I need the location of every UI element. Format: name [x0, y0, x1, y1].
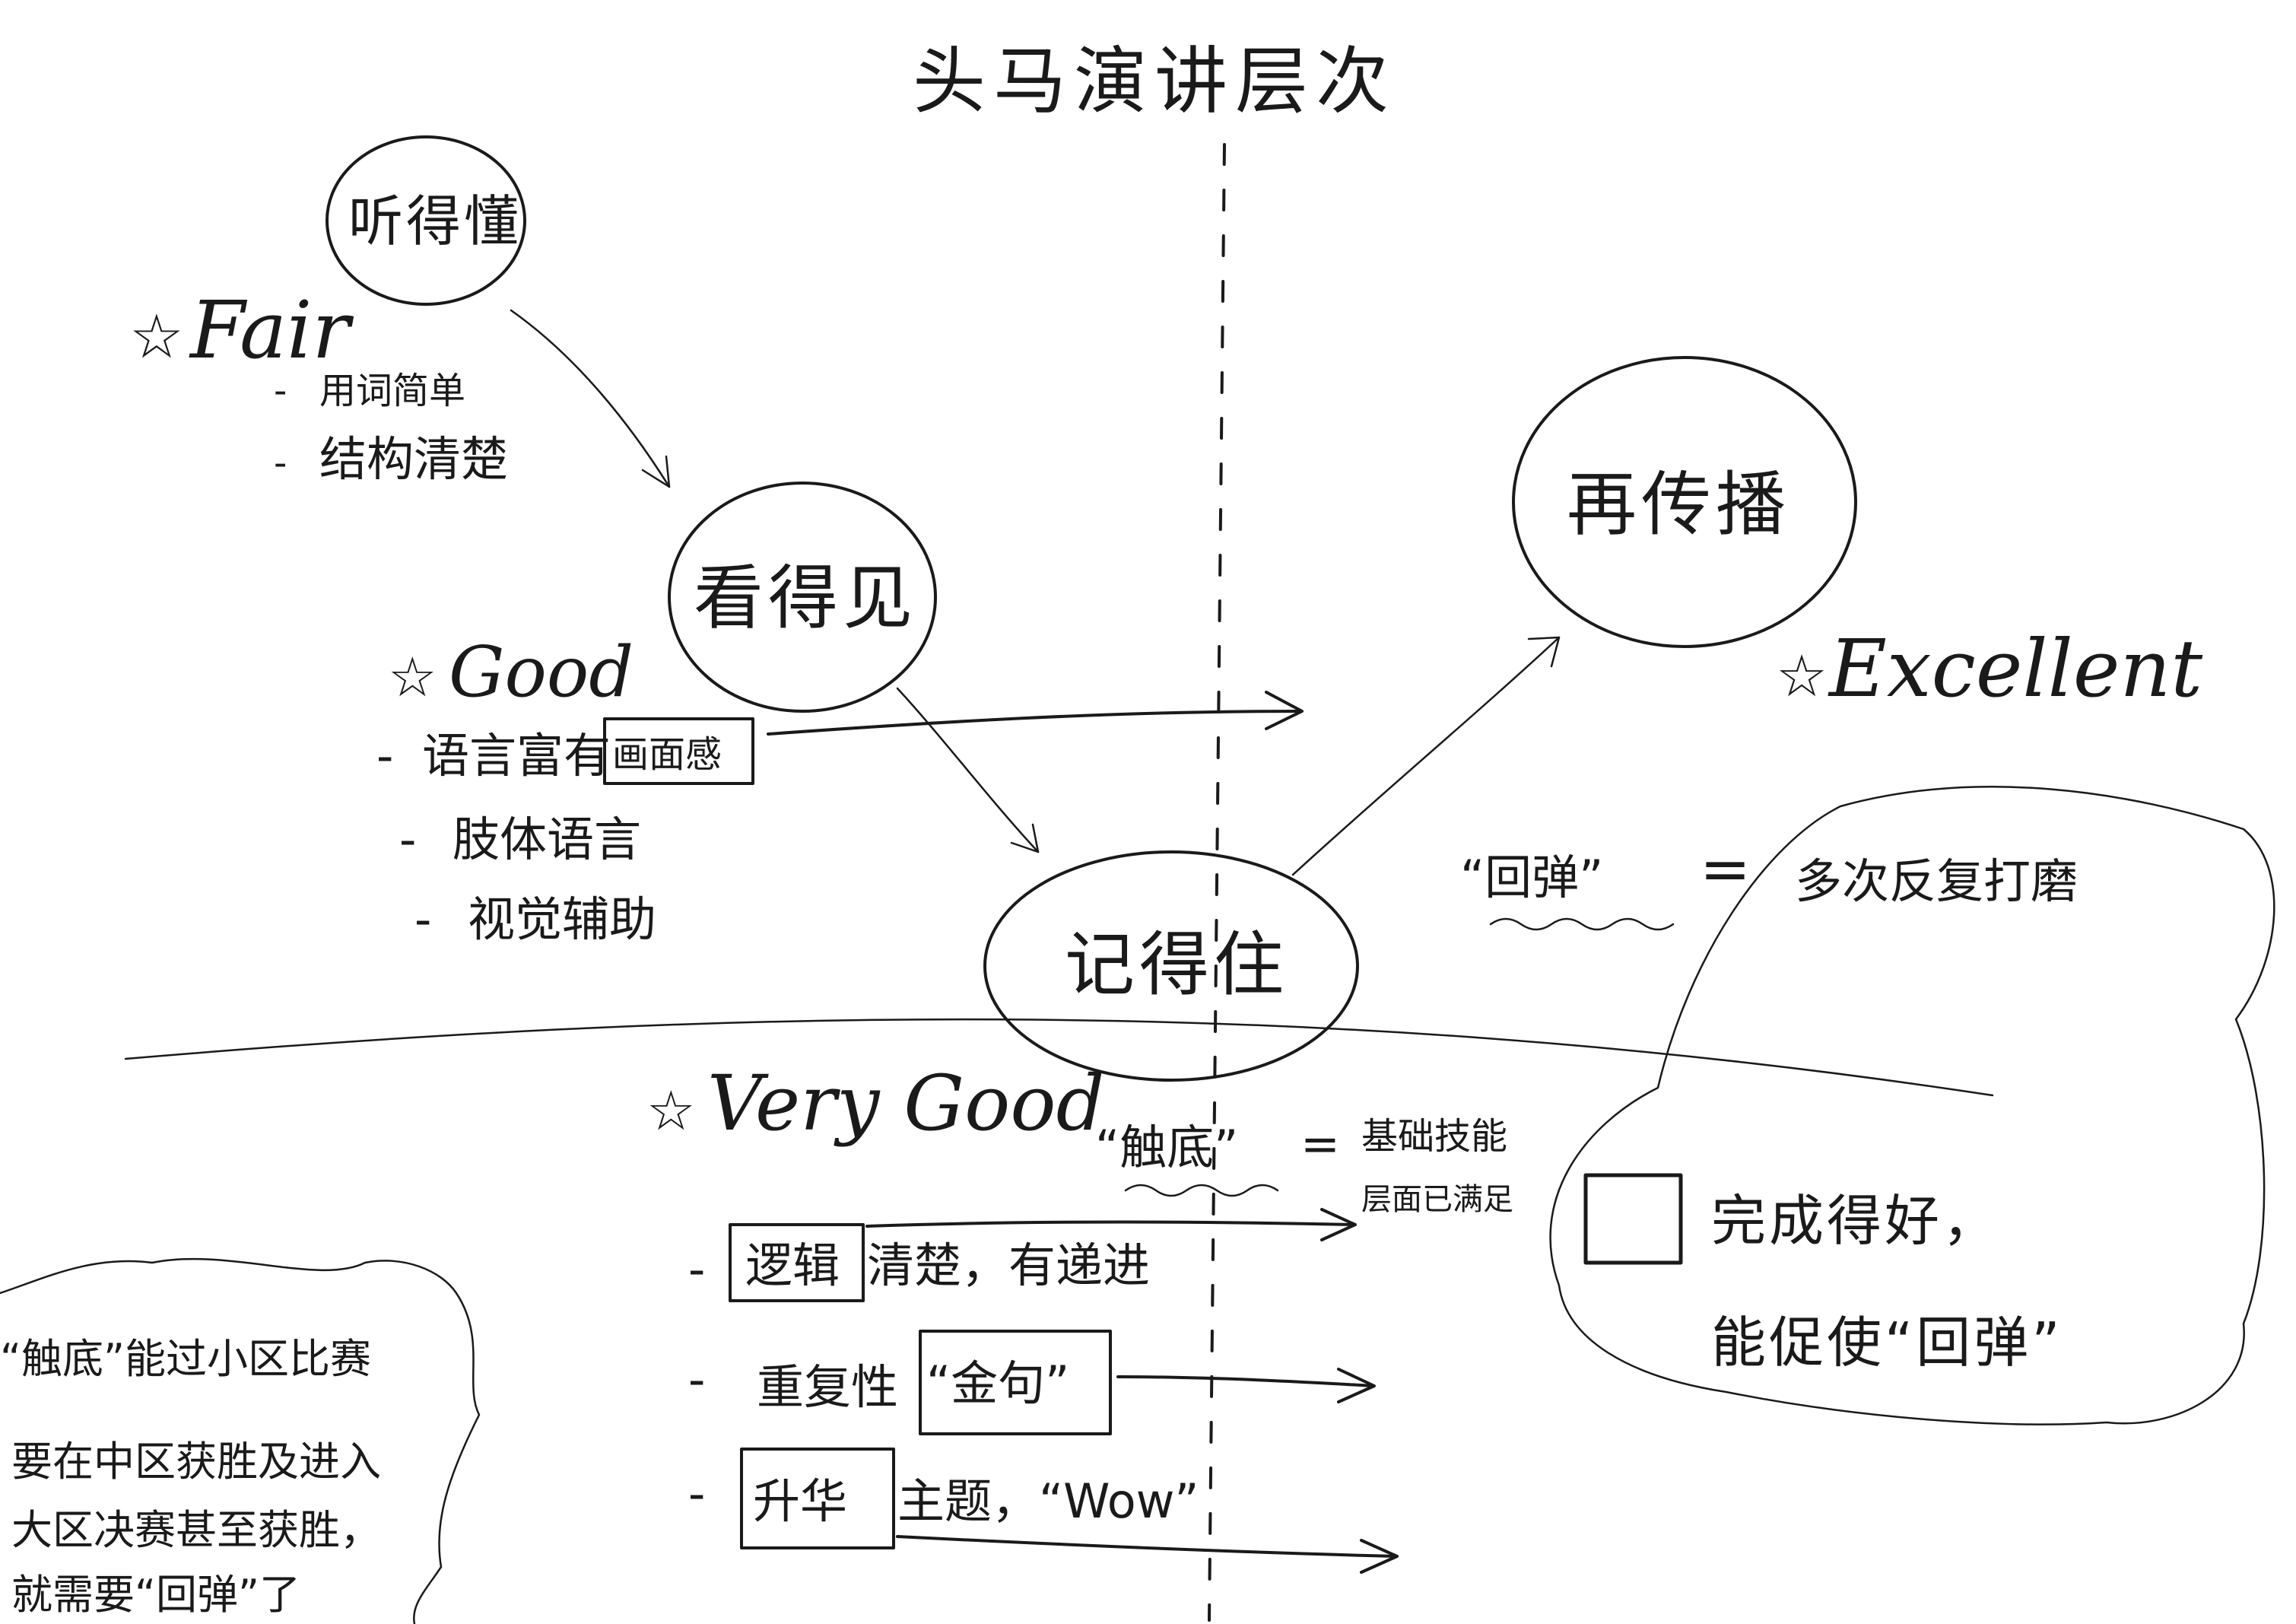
arrow-very-good-2: [1116, 1368, 1376, 1403]
node-spread: 再传播: [1512, 356, 1857, 648]
arrow-very-good-1: [865, 1208, 1357, 1241]
rating-fair-label: Fair: [189, 284, 354, 377]
good-item-dash: -: [399, 812, 416, 867]
rebound-definition-text: 多次反复打磨: [1795, 853, 2078, 909]
node-see-circle: [668, 481, 937, 713]
very-good-item-3-boxed: 升华: [753, 1473, 847, 1529]
arrow-good-to-center: [767, 691, 1304, 736]
very-good-item-2-box: [919, 1330, 1112, 1435]
rating-very-good: ☆ Very Good: [646, 1059, 1105, 1148]
node-spread-label: 再传播: [1567, 464, 1790, 545]
very-good-item-2-boxed: “金句”: [926, 1355, 1069, 1411]
fair-list: - 用词简单 - 结构清楚: [274, 370, 508, 487]
good-item-3: 视觉辅助: [468, 891, 656, 947]
node-understand: 听得懂: [326, 135, 526, 306]
rating-good-label: Good: [449, 631, 634, 713]
fair-item-2: 结构清楚: [319, 431, 508, 487]
very-good-item-1-box: [729, 1223, 865, 1302]
arrow-remember-to-spread: [1291, 636, 1561, 876]
fair-item-dash: -: [274, 442, 287, 485]
rebound-definition: “回弹” = 多次反复打磨: [1460, 834, 2078, 931]
very-good-item-3-box: [740, 1448, 895, 1549]
touch-bottom-line2: 层面已满足: [1361, 1182, 1513, 1217]
touch-bottom-underline: [1124, 1184, 1279, 1197]
arrow-understand-to-see: [510, 309, 671, 488]
left-note-line4: 就需要“回弹”了: [11, 1571, 300, 1619]
rebound-equals: =: [1700, 834, 1751, 904]
rebound-underline: [1489, 917, 1675, 931]
good-item-1-box: [603, 717, 754, 785]
diagram-title: 头马演讲层次: [913, 39, 1396, 124]
good-item-dash: -: [414, 891, 431, 947]
very-good-list: - 逻辑 清楚，有递进 - 重复性 “金句” - 升华 主题，“Wow”: [688, 1223, 1199, 1549]
excellent-cloud-outline: [1549, 786, 2275, 1425]
left-note: “触底”能过小区比赛 要在中区获胜及进入 大区决赛甚至获胜， 就需要“回弹”了: [0, 1335, 381, 1619]
left-note-line1: “触底”能过小区比赛: [0, 1335, 371, 1383]
rating-excellent-label: Excellent: [1828, 622, 2202, 715]
center-divider-line: [1208, 143, 1226, 1622]
excellent-note: 完成得好， 能促使“回弹”: [1583, 1173, 2063, 1375]
checkbox-icon: [1583, 1173, 1683, 1265]
left-note-line3: 大区决赛甚至获胜，: [11, 1506, 381, 1554]
star-icon: ☆: [388, 645, 437, 709]
arrow-see-to-remember: [896, 687, 1040, 853]
good-item-1-prefix: 语言富有: [422, 728, 611, 783]
star-icon: ☆: [646, 1079, 696, 1143]
good-item-dash: -: [376, 728, 393, 783]
touch-bottom-term: “触底”: [1095, 1120, 1238, 1175]
rating-good: ☆ Good: [388, 631, 634, 713]
node-understand-circle: [326, 135, 526, 306]
good-list: - 语言富有 画面感 - 肢体语言 - 视觉辅助: [376, 717, 754, 947]
node-see: 看得见: [668, 481, 937, 713]
good-item-2: 肢体语言: [453, 812, 641, 867]
very-good-item-3-rest: 主题，“Wow”: [897, 1473, 1199, 1529]
touch-bottom-equals: =: [1300, 1116, 1340, 1171]
very-good-item-dash: -: [688, 1241, 705, 1297]
left-note-border: [0, 1257, 481, 1624]
node-remember: 记得住: [983, 850, 1359, 1082]
node-remember-circle: [983, 850, 1359, 1082]
rating-excellent: ☆ Excellent: [1776, 622, 2202, 715]
excellent-note-line2: 能促使“回弹”: [1711, 1311, 2063, 1375]
very-good-item-2-prefix: 重复性: [757, 1359, 898, 1415]
very-good-item-1-boxed: 逻辑: [745, 1238, 840, 1293]
node-see-label: 看得见: [694, 558, 917, 639]
node-understand-label: 听得懂: [348, 189, 522, 253]
excellent-note-line1: 完成得好，: [1711, 1189, 2000, 1253]
rating-fair: ☆ Fair: [129, 284, 354, 377]
fair-item-1: 用词简单: [319, 370, 465, 412]
fair-item-dash: -: [274, 370, 287, 412]
very-good-item-dash: -: [688, 1352, 705, 1407]
rebound-term: “回弹”: [1460, 850, 1603, 905]
arrow-very-good-3: [896, 1535, 1399, 1574]
very-good-item-dash: -: [688, 1466, 705, 1521]
good-item-1-boxed: 画面感: [612, 733, 722, 776]
very-good-item-1-rest: 清楚，有递进: [867, 1238, 1150, 1293]
touch-bottom-definition: “触底” = 基础技能 层面已满足: [1095, 1115, 1513, 1217]
star-icon: ☆: [129, 301, 184, 372]
node-spread-circle: [1512, 356, 1857, 648]
touch-bottom-line1: 基础技能: [1361, 1115, 1507, 1158]
star-icon: ☆: [1776, 642, 1828, 710]
rating-very-good-label: Very Good: [707, 1059, 1105, 1148]
node-remember-label: 记得住: [1065, 924, 1288, 1006]
left-note-line2: 要在中区获胜及进入: [11, 1438, 381, 1486]
